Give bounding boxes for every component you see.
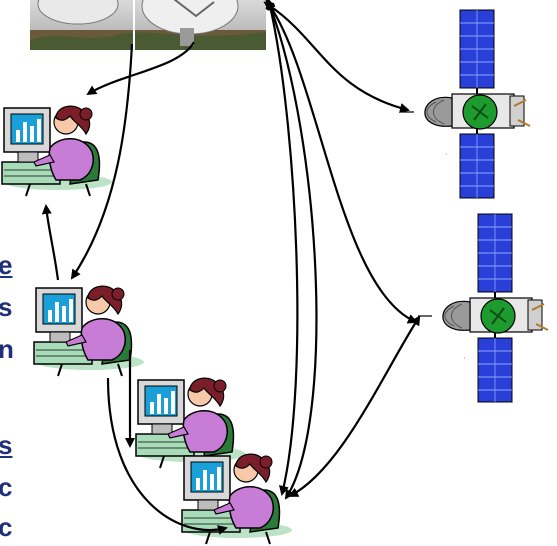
cropped-text-2: s xyxy=(0,292,13,322)
arrow-antenna-operator-4-b xyxy=(265,0,299,496)
ground-station-antenna-photo xyxy=(30,0,266,50)
cropped-text-1: e xyxy=(0,250,13,280)
operator-workstation-3 xyxy=(135,377,247,469)
link-arrows xyxy=(41,0,421,535)
satellite-1 xyxy=(399,9,531,199)
arrow-operator-2-to-operator-4 xyxy=(106,377,228,535)
cropped-text-6: c xyxy=(0,512,13,542)
cropped-text-3: n xyxy=(0,334,14,364)
arrow-antenna-to-operator-1 xyxy=(86,41,195,96)
arrow-satellite-2-to-operator-4 xyxy=(288,315,421,497)
satellite-2 xyxy=(417,213,549,403)
cropped-text-5: c xyxy=(0,472,13,502)
cropped-text-4: s xyxy=(0,430,13,460)
arrow-antenna-satellite-1 xyxy=(263,1,410,113)
operator-workstation-4 xyxy=(181,453,293,545)
operator-workstation-1 xyxy=(1,105,113,197)
arrow-operator-2-to-operator-1 xyxy=(41,204,60,281)
operator-workstation-2 xyxy=(33,285,145,377)
arrow-antenna-to-operator-2 xyxy=(70,43,134,280)
